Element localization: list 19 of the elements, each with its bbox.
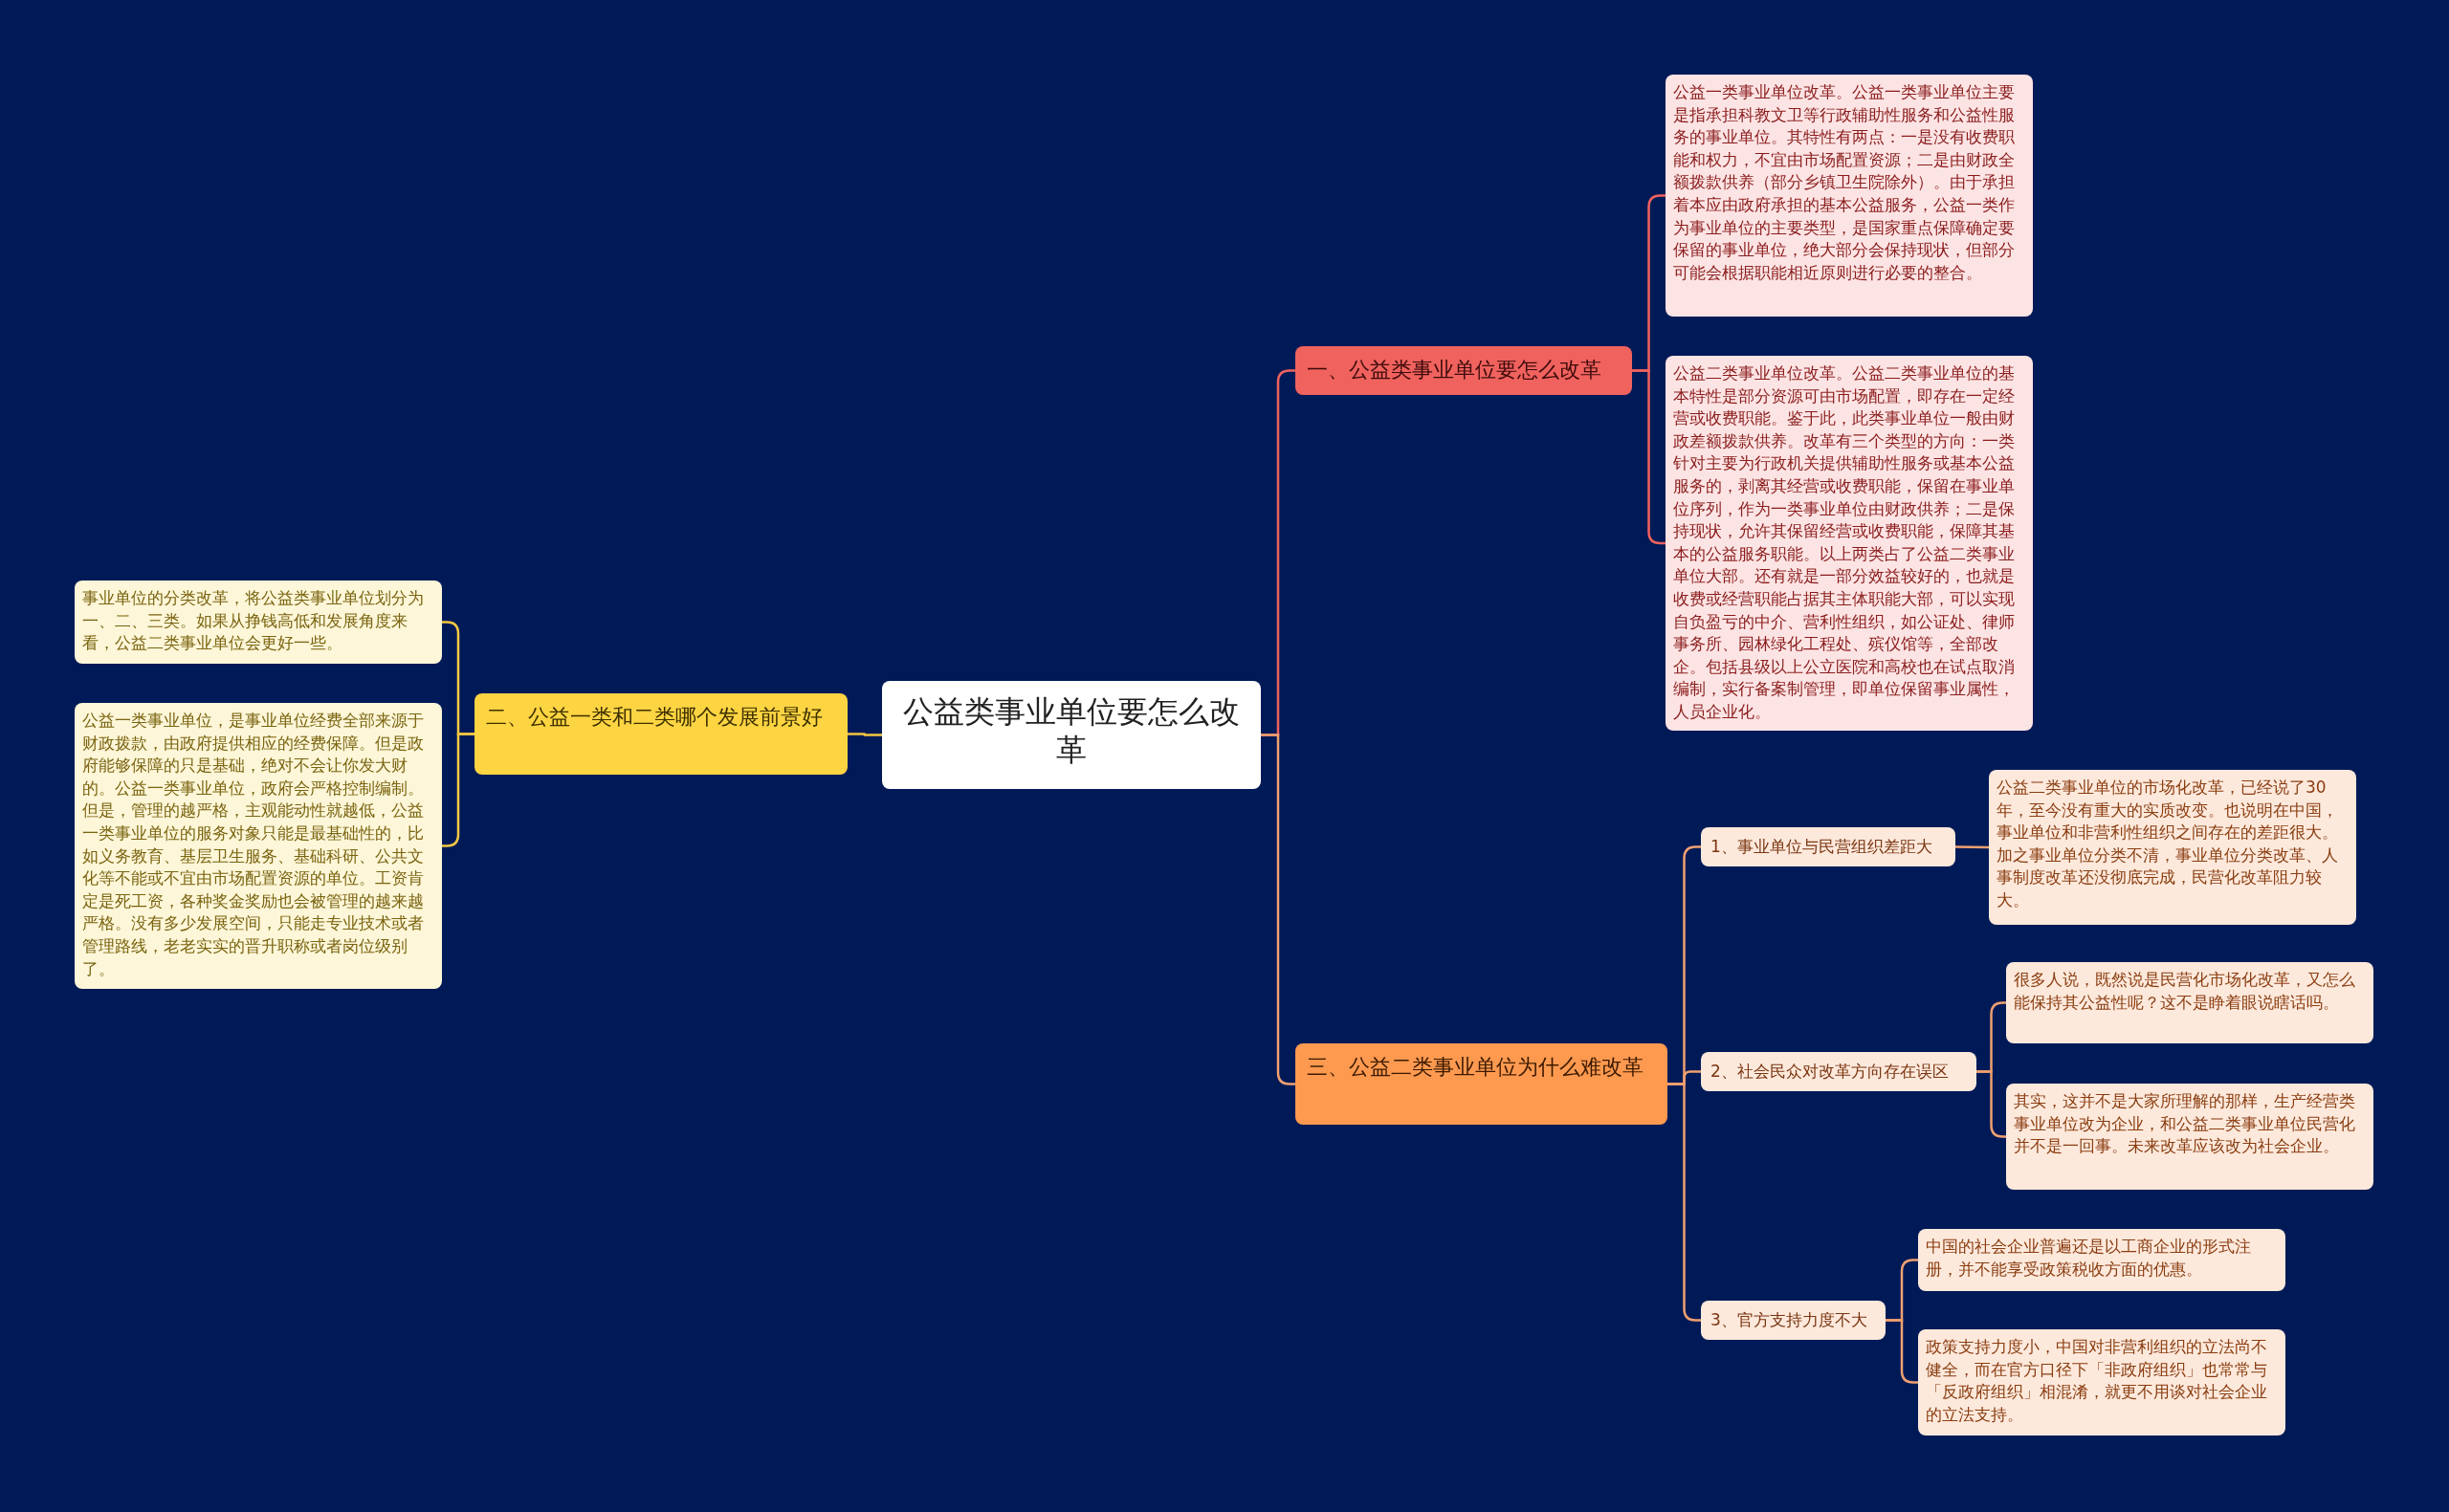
topic-box: 三、公益二类事业单位为什么难改革 <box>1295 1043 1667 1125</box>
topic-box: 二、公益一类和二类哪个发展前景好 <box>474 693 848 775</box>
note-box: 其实，这并不是大家所理解的那样，生产经营类事业单位改为企业，和公益二类事业单位民营化并不是一回事。未来改革应该改为社会企业。 <box>2006 1084 2373 1190</box>
connector-line <box>1261 734 1295 1085</box>
note-box: 政策支持力度小，中国对非营利组织的立法尚不健全，而在官方口径下「非政府组织」也常常与「反政府组织」相混淆，就更不用谈对社会企业的立法支持。 <box>1918 1329 2285 1435</box>
note-box: 公益二类事业单位改革。公益二类事业单位的基本特性是部分资源可由市场配置，即存在一定经营或收费职能。鉴于此，此类事业单位一般由财政差额拨款供养。改革有三个类型的方向：一类针对主要为行政机关提供辅助性服务或基本公益服务的，剥离其经营或收费职能，保留在事业单位序列，作为一类事业单位由财政供养；二是保持现状，允许其保留经营或收费职能，保障其基本的公益服务职能。以上两类占了公益二类事业单位大部。还有就是一部分效益较好的，也就是收费或经营职能占据其主体职能大部，可以实现自负盈亏的中介、营利性组织，如公证处、律师事务所、园林绿化工程处、殡仪馆等，全部改企。包括县级以上公立医院和高校也在试点取消编制，实行备案制管理，即单位保留事业属性，人员企业化。 <box>1666 356 2033 731</box>
note-box: 很多人说，既然说是民营化市场化改革，又怎么能保持其公益性呢？这不是睁着眼说瞎话吗。 <box>2006 962 2373 1043</box>
note-box: 中国的社会企业普遍还是以工商企业的形式注册，并不能享受政策税收方面的优惠。 <box>1918 1229 2285 1291</box>
central-topic-box: 公益类事业单位要怎么改革 <box>882 681 1261 789</box>
connector-line <box>1955 845 1989 849</box>
connector-line <box>848 733 882 736</box>
topic-box: 一、公益类事业单位要怎么改革 <box>1295 346 1632 395</box>
subtopic-box: 2、社会民众对改革方向存在误区 <box>1701 1052 1976 1091</box>
note-box: 公益一类事业单位，是事业单位经费全部来源于财政拨款，由政府提供相应的经费保障。但是政府能够保障的只是基础，绝对不会让你发大财的。公益一类事业单位，政府会严格控制编制。但是，管理的越严格，主观能动性就越低，公益一类事业单位的服务对象只能是最基础性的，比如义务教育、基层卫生服务、基础科研、公共文化等不能或不宜由市场配置资源的单位。工资肯定是死工资，各种奖金奖励也会被管理的越来越严格。没有多少发展空间，只能走专业技术或者管理路线，老老实实的晋升职称或者岗位级别了。 <box>75 703 442 989</box>
subtopic-box: 3、官方支持力度不大 <box>1701 1301 1886 1340</box>
note-box: 事业单位的分类改革，将公益类事业单位划分为一、二、三类。如果从挣钱高低和发展角度来看，公益二类事业单位会更好一些。 <box>75 581 442 664</box>
note-box: 公益一类事业单位改革。公益一类事业单位主要是指承担科教文卫等行政辅助性服务和公益性服务的事业单位。其特性有两点：一是没有收费职能和权力，不宜由市场配置资源；二是由财政全额拨款供养（部分乡镇卫生院除外）。由于承担着本应由政府承担的基本公益服务，公益一类作为事业单位的主要类型，是国家重点保障确定要保留的事业单位，绝大部分会保持现状，但部分可能会根据职能相近原则进行必要的整合。 <box>1666 75 2033 317</box>
subtopic-box: 1、事业单位与民营组织差距大 <box>1701 827 1955 866</box>
note-box: 公益二类事业单位的市场化改革，已经说了30年，至今没有重大的实质改变。也说明在中国，事业单位和非营利性组织之间存在的差距很大。加之事业单位分类不清，事业单位分类改革、人事制度改革还没彻底完成，民营化改革阻力较大。 <box>1989 770 2356 925</box>
